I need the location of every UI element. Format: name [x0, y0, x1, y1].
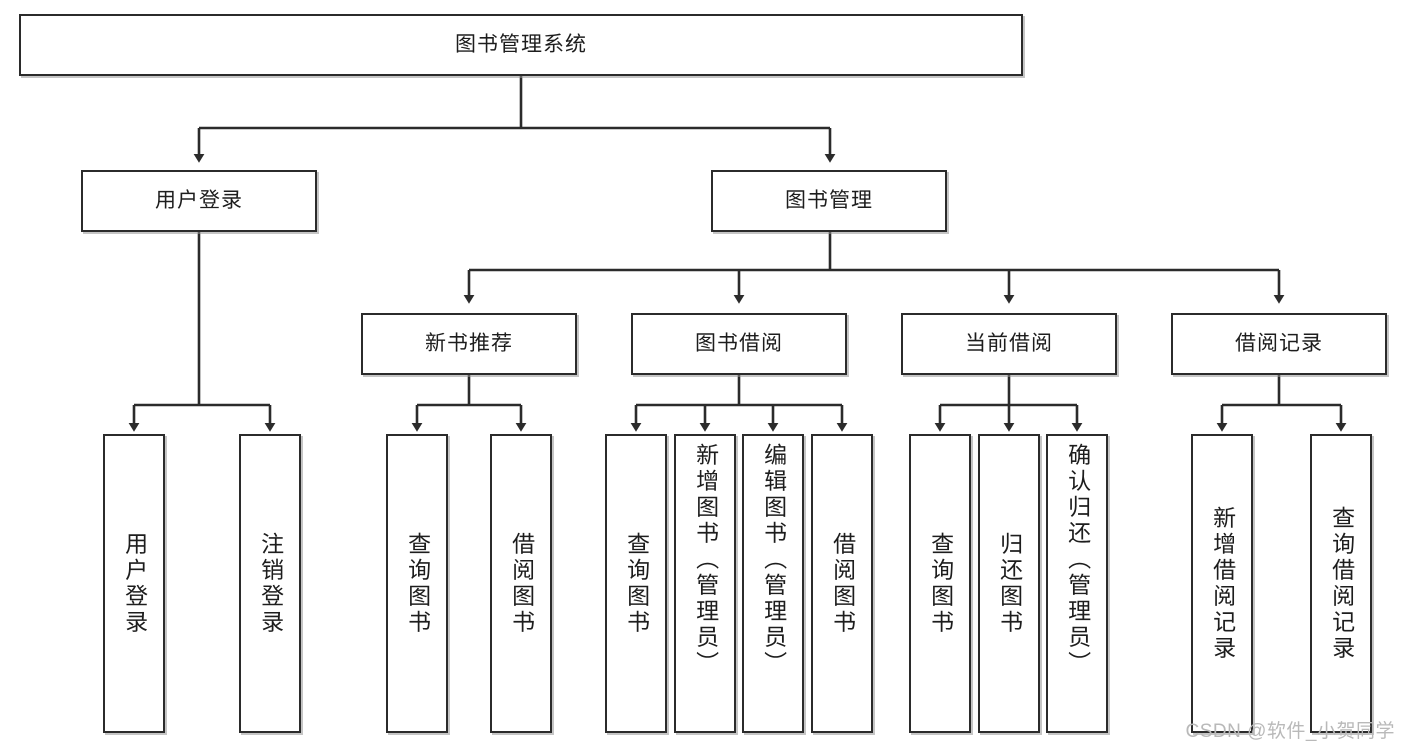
leaf-add-record[interactable]: 新增借阅记录 [1191, 434, 1253, 733]
node-label: 图书管理系统 [455, 32, 587, 56]
node-label: 借阅图书 [829, 531, 856, 636]
node-root-system[interactable]: 图书管理系统 [19, 14, 1023, 76]
leaf-query-book-3[interactable]: 查询图书 [909, 434, 971, 733]
node-label: 用户登录 [155, 188, 243, 212]
leaf-return-book[interactable]: 归还图书 [978, 434, 1040, 733]
node-label: 新增借阅记录 [1209, 505, 1236, 662]
leaf-user-login[interactable]: 用户登录 [103, 434, 165, 733]
node-book-borrow[interactable]: 图书借阅 [631, 313, 847, 375]
node-borrow-record[interactable]: 借阅记录 [1171, 313, 1387, 375]
leaf-borrow-book-1[interactable]: 借阅图书 [490, 434, 552, 733]
node-user-login[interactable]: 用户登录 [81, 170, 317, 232]
node-label: 确认归还（管理员） [1064, 443, 1091, 677]
node-label: 用户登录 [121, 531, 148, 636]
node-label: 借阅图书 [508, 531, 535, 636]
node-label: 图书借阅 [695, 331, 783, 355]
node-label: 查询图书 [623, 531, 650, 636]
leaf-add-book[interactable]: 新增图书（管理员） [674, 434, 736, 733]
node-label: 当前借阅 [965, 331, 1053, 355]
node-current-borrow[interactable]: 当前借阅 [901, 313, 1117, 375]
node-label: 图书管理 [785, 188, 873, 212]
node-new-book-recommend[interactable]: 新书推荐 [361, 313, 577, 375]
leaf-edit-book[interactable]: 编辑图书（管理员） [742, 434, 804, 733]
node-label: 新书推荐 [425, 331, 513, 355]
node-label: 查询图书 [404, 531, 431, 636]
leaf-user-logout[interactable]: 注销登录 [239, 434, 301, 733]
leaf-query-book-1[interactable]: 查询图书 [386, 434, 448, 733]
node-label: 新增图书（管理员） [692, 443, 719, 677]
node-label: 查询借阅记录 [1328, 505, 1355, 662]
node-label: 查询图书 [927, 531, 954, 636]
leaf-query-record[interactable]: 查询借阅记录 [1310, 434, 1372, 733]
csdn-watermark: CSDN @软件_小贺同学 [1185, 721, 1395, 742]
leaf-confirm-return[interactable]: 确认归还（管理员） [1046, 434, 1108, 733]
leaf-borrow-book-2[interactable]: 借阅图书 [811, 434, 873, 733]
node-label: 注销登录 [257, 531, 284, 636]
node-label: 归还图书 [996, 531, 1023, 636]
node-book-manage[interactable]: 图书管理 [711, 170, 947, 232]
leaf-query-book-2[interactable]: 查询图书 [605, 434, 667, 733]
node-label: 编辑图书（管理员） [760, 443, 787, 677]
node-label: 借阅记录 [1235, 331, 1323, 355]
